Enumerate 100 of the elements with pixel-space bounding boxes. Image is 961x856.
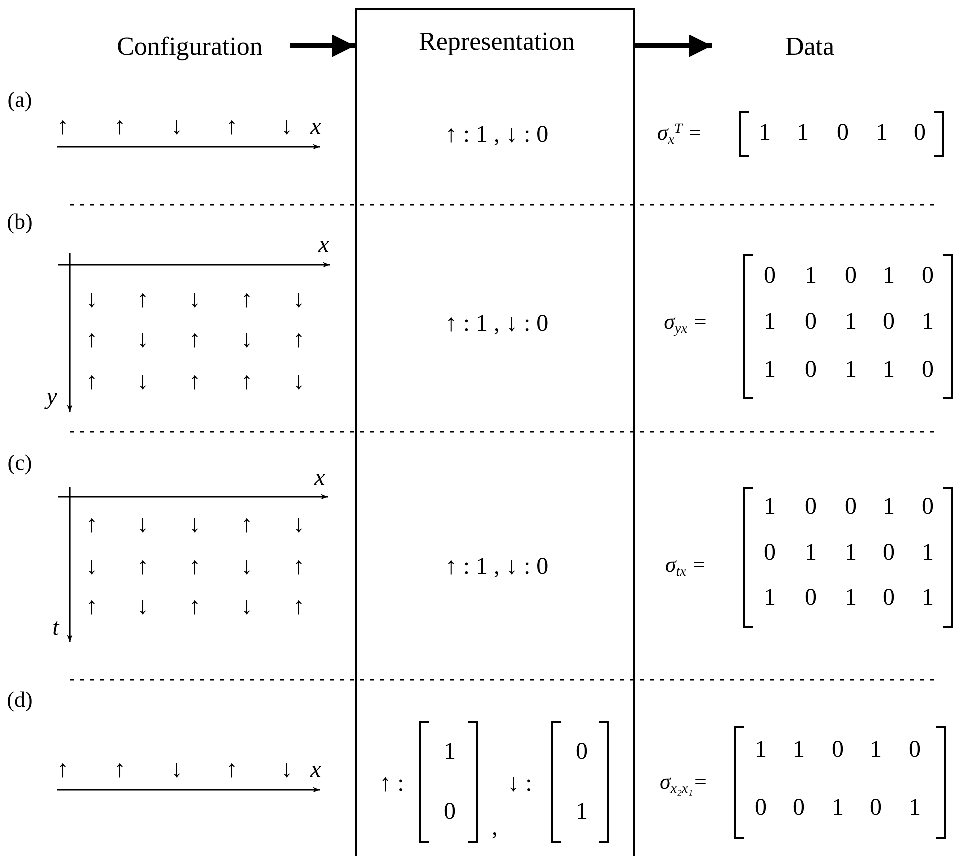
- matrix-entry: 1: [764, 495, 776, 519]
- panel-label: (a): [8, 89, 32, 111]
- matrix-entry: 1: [922, 586, 934, 610]
- matrix-entry: 1: [764, 310, 776, 334]
- matrix-entry: 1: [759, 121, 771, 145]
- vector-part: 1: [576, 800, 588, 824]
- spin-symbol: ↑: [57, 758, 69, 782]
- matrix-entry: 0: [883, 541, 895, 565]
- spin-symbol: ↑: [57, 115, 69, 139]
- matrix-entry: 0: [909, 738, 921, 762]
- spin-symbol: ↑: [137, 288, 149, 312]
- spin-symbol: ↑: [189, 370, 201, 394]
- spin-symbol: ↑: [226, 115, 238, 139]
- spin-symbol: ↑: [293, 555, 305, 579]
- encoding-rule: ↑ : 1 , ↓ : 0: [445, 123, 549, 147]
- matrix-entry: 1: [883, 358, 895, 382]
- matrix-entry: 0: [764, 264, 776, 288]
- matrix-entry: 0: [805, 358, 817, 382]
- matrix-entry: 1: [845, 541, 857, 565]
- panel-label: (b): [7, 211, 33, 233]
- spin-symbol: ↓: [241, 595, 253, 619]
- vector-part: ↓ :: [508, 772, 532, 796]
- matrix-entry: 1: [845, 358, 857, 382]
- spin-symbol: ↑: [86, 328, 98, 352]
- spin-symbol: ↓: [241, 555, 253, 579]
- matrix-entry: 0: [870, 796, 882, 820]
- matrix-entry: 0: [805, 310, 817, 334]
- spin-symbol: ↓: [241, 328, 253, 352]
- axis-label: x: [310, 115, 322, 139]
- matrix-entry: 0: [805, 495, 817, 519]
- spin-symbol: ↓: [86, 555, 98, 579]
- spin-symbol: ↑: [241, 288, 253, 312]
- vector-part: 0: [444, 800, 456, 824]
- spin-symbol: ↑: [86, 595, 98, 619]
- matrix-entry: 0: [793, 796, 805, 820]
- encoding-rule: ↑ : 1 , ↓ : 0: [445, 555, 549, 579]
- matrix-entry: 1: [764, 358, 776, 382]
- matrix-entry: 1: [922, 310, 934, 334]
- panel-label: (d): [7, 689, 33, 711]
- spin-symbol: ↓: [137, 328, 149, 352]
- matrix-entry: 0: [922, 495, 934, 519]
- arrow: [290, 34, 355, 58]
- spin-symbol: ↑: [189, 328, 201, 352]
- axis-label: x: [310, 758, 322, 782]
- spin-symbol: ↓: [293, 370, 305, 394]
- matrix-entry: 0: [845, 495, 857, 519]
- matrix-entry: 0: [805, 586, 817, 610]
- spin-symbol: ↓: [281, 758, 293, 782]
- matrix-entry: 1: [883, 495, 895, 519]
- matrix-entry: 1: [755, 738, 767, 762]
- matrix-entry: 1: [883, 264, 895, 288]
- matrix-entry: 0: [914, 121, 926, 145]
- column-heading: Data: [712, 24, 908, 68]
- matrix-entry: 0: [755, 796, 767, 820]
- spin-symbol: ↑: [226, 758, 238, 782]
- matrix-entry: 1: [876, 121, 888, 145]
- matrix-entry: 1: [845, 310, 857, 334]
- matrix-entry: 1: [845, 586, 857, 610]
- matrix-entry: 0: [883, 310, 895, 334]
- matrix-entry: 0: [883, 586, 895, 610]
- matrix-name: σ$_{x}$$^{T}$ =: [657, 122, 703, 144]
- spin-symbol: ↑: [86, 370, 98, 394]
- matrix-entry: 1: [832, 796, 844, 820]
- vector-part: ,: [492, 816, 498, 840]
- matrix-entry: 0: [832, 738, 844, 762]
- axis-label: t: [52, 616, 60, 640]
- matrix-entry: 0: [922, 264, 934, 288]
- matrix-entry: 0: [922, 358, 934, 382]
- panel-label: (c): [8, 452, 32, 474]
- matrix-entry: 1: [922, 541, 934, 565]
- matrix-entry: 1: [909, 796, 921, 820]
- vector-part: 1: [444, 740, 456, 764]
- column-heading: Configuration: [90, 24, 290, 68]
- spin-symbol: ↑: [241, 370, 253, 394]
- matrix-entry: 1: [870, 738, 882, 762]
- spin-symbol: ↓: [86, 288, 98, 312]
- matrix-entry: 1: [805, 541, 817, 565]
- spin-symbol: ↑: [137, 555, 149, 579]
- spin-symbol: ↓: [171, 758, 183, 782]
- encoding-rule: ↑ : 1 , ↓ : 0: [445, 312, 549, 336]
- matrix-entry: 1: [764, 586, 776, 610]
- spin-symbol: ↓: [137, 513, 149, 537]
- matrix-entry: 1: [793, 738, 805, 762]
- spin-symbol: ↑: [114, 115, 126, 139]
- spin-symbol: ↑: [189, 595, 201, 619]
- spin-symbol: ↓: [171, 115, 183, 139]
- vector-part: ↑ :: [380, 772, 404, 796]
- matrix-entry: 0: [837, 121, 849, 145]
- column-box: [355, 8, 635, 856]
- spin-symbol: ↑: [86, 513, 98, 537]
- spin-symbol: ↑: [114, 758, 126, 782]
- spin-symbol: ↓: [189, 513, 201, 537]
- spin-symbol: ↓: [137, 370, 149, 394]
- axis-label: y: [46, 385, 58, 409]
- spin-symbol: ↑: [189, 555, 201, 579]
- column-heading: Representation: [419, 29, 575, 55]
- spin-symbol: ↑: [241, 513, 253, 537]
- axis-label: x: [318, 233, 330, 257]
- spin-symbol: ↓: [281, 115, 293, 139]
- matrix-entry: 0: [764, 541, 776, 565]
